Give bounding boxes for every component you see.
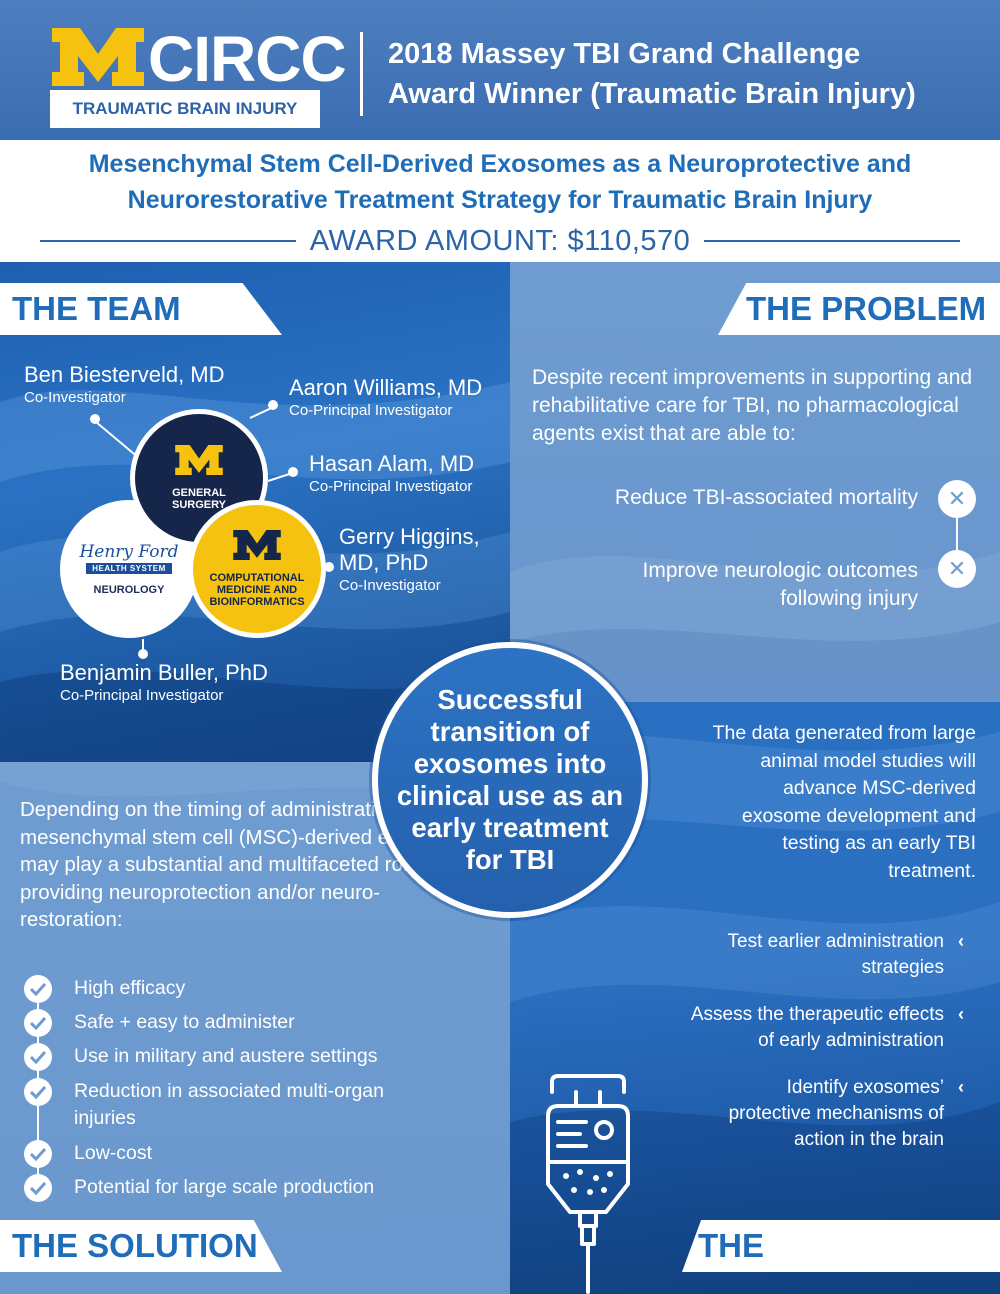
x-circle-icon: ✕	[938, 550, 976, 588]
outcome-line: for TBI	[465, 844, 555, 875]
check-circle-icon	[24, 1078, 52, 1106]
comp-label-line2: MEDICINE AND	[216, 584, 298, 596]
comp-label-line1: COMPUTATIONAL	[209, 572, 305, 584]
block-m-logo	[175, 445, 223, 475]
technology-item-text: of early administration	[758, 1030, 944, 1051]
check-circle-icon	[24, 1043, 52, 1071]
henry-ford-band: HEALTH SYSTEM	[86, 563, 172, 574]
surgery-label-line2: SURGERY	[172, 499, 226, 511]
technology-item: Assess the therapeutic effects of early …	[691, 1002, 944, 1054]
logo-subtitle-bar: TRAUMATIC BRAIN INJURY	[50, 90, 320, 128]
amount-rule-right	[704, 240, 961, 242]
technology-item: Identify exosomes’ protective mechanisms…	[729, 1075, 944, 1153]
chevron-left-icon: ‹	[958, 931, 964, 951]
member-role: Co-Principal Investigator	[289, 402, 453, 419]
team-member: Aaron Williams, MD Co-Principal Investig…	[289, 375, 482, 421]
problem-item-text: Reduce TBI-associated mortality	[614, 486, 918, 509]
award-amount: AWARD AMOUNT: $110,570	[309, 224, 691, 257]
comp-label-line3: BIOINFORMATICS	[209, 596, 305, 608]
logo-subtitle: TRAUMATIC BRAIN INJURY	[72, 99, 298, 118]
outcome-line: early treatment	[411, 812, 609, 843]
technology-item-text: Identify exosomes’	[786, 1077, 944, 1098]
problem-intro: Despite recent improvements in supportin…	[532, 366, 973, 445]
chevron-left-icon: ‹	[958, 1077, 964, 1097]
block-m-logo	[233, 530, 281, 560]
check-circle-icon	[24, 1174, 52, 1202]
solution-item-text: Safe + easy to administer	[74, 1011, 295, 1033]
technology-item-text: protective mechanisms of	[728, 1103, 944, 1124]
solution-item-text: Potential for large scale production	[74, 1176, 375, 1198]
problem-item: Improve neurologic outcomes following in…	[643, 557, 918, 613]
team-member: Benjamin Buller, PhD Co-Principal Invest…	[60, 660, 268, 706]
problem-panel	[510, 262, 1000, 702]
member-name: Ben Biesterveld, MD	[24, 362, 225, 387]
member-role: Co-Principal Investigator	[309, 478, 473, 495]
computational-medicine-circle: COMPUTATIONAL MEDICINE AND BIOINFORMATIC…	[188, 500, 326, 638]
award-title-line2: Award Winner (Traumatic Brain Injury)	[388, 78, 916, 110]
check-circle-icon	[24, 975, 52, 1003]
connector-dot	[288, 467, 298, 477]
outcome-line: transition of	[430, 716, 590, 747]
member-name: Aaron Williams, MD	[289, 375, 483, 400]
solution-item-text: Reduction in associated multi-organ inju…	[74, 1080, 385, 1129]
project-title-line2: Neurorestorative Treatment Strategy for …	[127, 186, 873, 214]
technology-item: Test earlier administration strategies	[728, 929, 944, 981]
team-member: Gerry Higgins, MD, PhD Co-Investigator	[339, 524, 480, 596]
problem-item: Reduce TBI-associated mortality	[615, 484, 918, 512]
iv-bag-icon	[546, 1074, 630, 1294]
problem-item-text: following injury	[780, 587, 918, 610]
block-m-logo	[52, 28, 144, 86]
award-title: 2018 Massey TBI Grand Challenge Award Wi…	[388, 34, 988, 114]
section-title-team: THE TEAM	[0, 283, 282, 335]
section-title-solution: THE SOLUTION	[0, 1220, 282, 1272]
connector-dot	[90, 414, 100, 424]
solution-item-text: Low-cost	[74, 1142, 153, 1164]
amount-rule-left	[40, 240, 296, 242]
logo-text: CIRCC	[148, 23, 347, 95]
chevron-left-icon: ‹	[958, 1004, 964, 1024]
neurology-label: NEUROLOGY	[93, 584, 165, 596]
outcome-line: exosomes into	[413, 748, 607, 779]
member-name: Gerry Higgins,	[339, 524, 480, 549]
solution-item-text: Use in military and austere settings	[74, 1045, 378, 1067]
member-role: Co-Investigator	[24, 389, 126, 406]
henry-ford-script: Henry Ford	[79, 542, 179, 562]
connector-dot	[324, 562, 334, 572]
x-circle-icon: ✕	[938, 480, 976, 518]
problem-connector	[956, 516, 958, 556]
member-role: Co-Principal Investigator	[60, 687, 224, 704]
outcome-text: Successful transition of exosomes into c…	[382, 684, 638, 876]
solution-item-text: High efficacy	[74, 977, 186, 999]
solution-intro: Depending on the timing of administratio…	[20, 798, 472, 931]
technology-item-text: strategies	[861, 957, 944, 978]
header-divider	[360, 32, 363, 116]
technology-intro: The data generated from large animal mod…	[712, 722, 976, 882]
outcome-line: Successful	[437, 684, 583, 715]
member-role: Co-Investigator	[339, 577, 441, 594]
section-title-technology: THE TECHNOLOGY	[682, 1220, 1000, 1272]
wave-decoration	[510, 552, 1000, 702]
technology-item-text: action in the brain	[794, 1129, 944, 1150]
project-title: Mesenchymal Stem Cell-Derived Exosomes a…	[30, 146, 970, 218]
team-member: Hasan Alam, MD Co-Principal Investigator	[309, 451, 474, 497]
award-title-line1: 2018 Massey TBI Grand Challenge	[388, 38, 861, 70]
project-title-line1: Mesenchymal Stem Cell-Derived Exosomes a…	[88, 150, 912, 178]
check-circle-icon	[24, 1140, 52, 1168]
check-circle-icon	[24, 1009, 52, 1037]
connector-dot	[138, 649, 148, 659]
problem-item-text: Improve neurologic outcomes	[642, 559, 918, 582]
section-title-problem: THE PROBLEM	[718, 283, 1000, 335]
award-amount-row: AWARD AMOUNT: $110,570	[40, 224, 961, 258]
connector-dot	[268, 400, 278, 410]
member-name: Hasan Alam, MD	[309, 451, 475, 476]
technology-item-text: Assess the therapeutic effects	[690, 1004, 944, 1025]
outcome-line: clinical use as an	[396, 780, 624, 811]
outcome-circle: Successful transition of exosomes into c…	[372, 642, 648, 918]
surgery-label-line1: GENERAL	[172, 487, 226, 499]
member-name-suffix: MD, PhD	[339, 550, 429, 575]
technology-item-text: Test earlier administration	[727, 931, 944, 952]
team-member: Ben Biesterveld, MD Co-Investigator	[24, 362, 225, 408]
member-name: Benjamin Buller, PhD	[60, 660, 268, 685]
